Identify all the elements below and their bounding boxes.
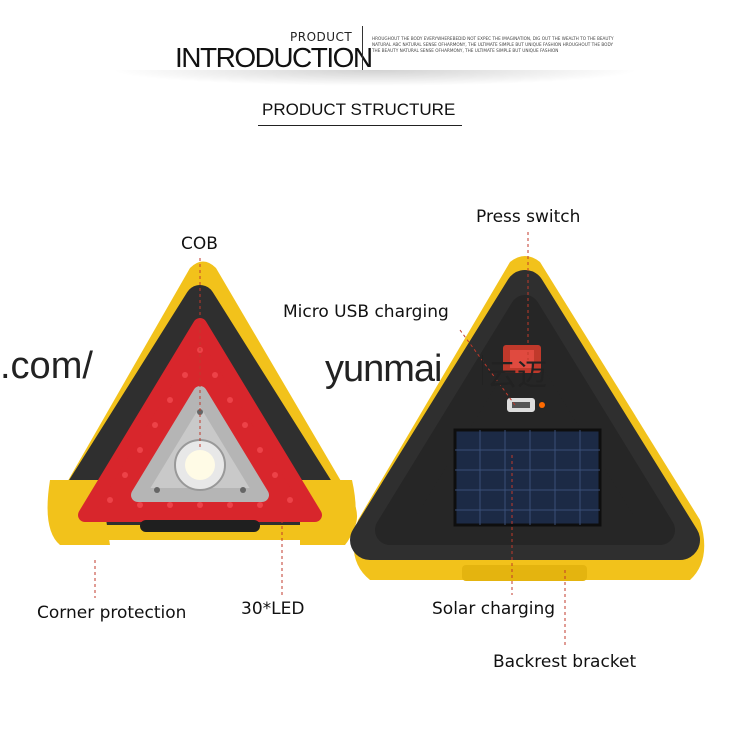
label-solar: Solar charging	[432, 599, 556, 619]
section-title-underline	[258, 125, 462, 126]
leader-lines	[94, 232, 566, 646]
section-title: PRODUCT STRUCTURE	[262, 100, 456, 119]
label-led: 30*LED	[241, 599, 305, 619]
label-corner-protection: Corner protection	[37, 603, 187, 623]
header-blurb: HROUGHOUT THE BODY EVERYWHEREBEDID NOT E…	[372, 36, 614, 53]
header-small-title: PRODUCT	[290, 30, 353, 44]
header-big-title: INTRODUCTION	[175, 42, 373, 73]
front-triangle	[47, 261, 358, 545]
header-divider	[362, 26, 363, 70]
header-shadow	[110, 70, 640, 86]
watermark-separator	[482, 355, 483, 385]
label-cob: COB	[181, 234, 218, 254]
watermark-domain: .com/	[0, 345, 93, 387]
back-triangle	[350, 256, 705, 581]
label-press-switch: Press switch	[476, 207, 581, 227]
watermark-brand-cn: 云迈	[487, 358, 547, 393]
label-bracket: Backrest bracket	[493, 652, 637, 672]
watermark-brand: yunmai	[325, 348, 442, 390]
label-micro-usb: Micro USB charging	[283, 302, 449, 322]
